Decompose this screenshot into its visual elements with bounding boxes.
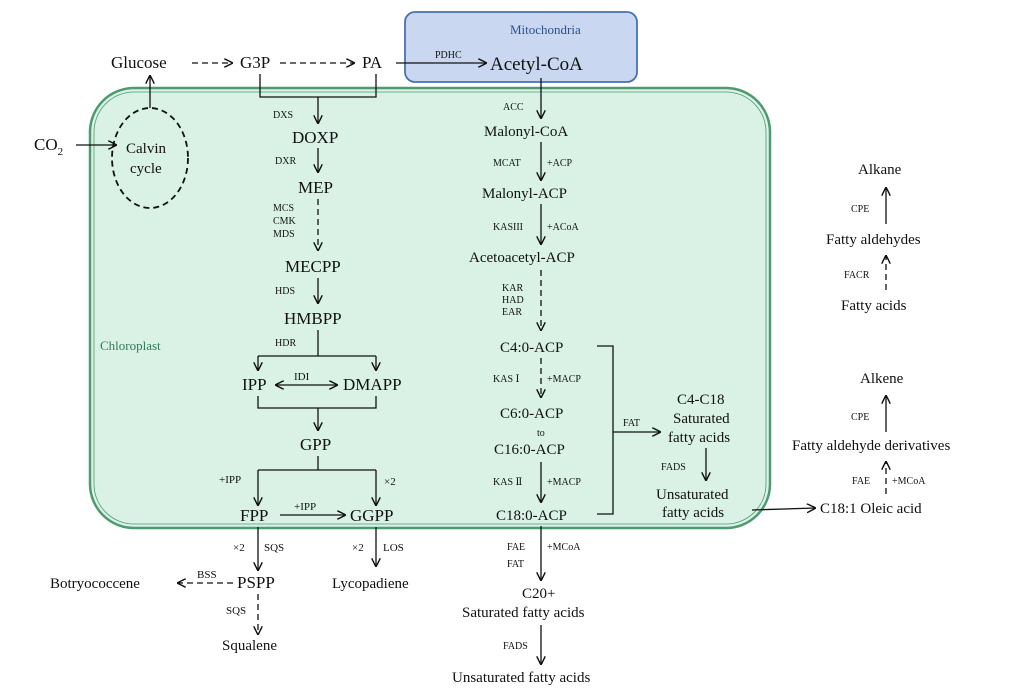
- enzyme-sqs-2: SQS: [226, 605, 246, 617]
- enzyme-mcs: MCS: [273, 203, 294, 214]
- enzyme-x2-sqs: ×2: [233, 542, 245, 554]
- enzyme-plus-mcoa: +MCoA: [547, 542, 581, 553]
- fatty-acids-label: fatty acids: [668, 430, 730, 446]
- enzyme-cpe-1: CPE: [851, 204, 869, 215]
- pa: PA: [362, 53, 383, 72]
- enzyme-plus-acp: +ACP: [547, 158, 573, 169]
- enzyme-fae-2: FAE: [852, 476, 870, 487]
- enzyme-dxr: DXR: [275, 156, 296, 167]
- enzyme-fads-2: FADS: [503, 641, 528, 652]
- fatty-aldehyde-derivatives: Fatty aldehyde derivatives: [792, 438, 950, 454]
- alkene: Alkene: [860, 371, 904, 387]
- oleic-acid: C18:1 Oleic acid: [820, 501, 922, 517]
- c6-acp: C6:0-ACP: [500, 406, 563, 422]
- enzyme-kas-ii: KAS Ⅱ: [493, 477, 523, 488]
- enzyme-fads: FADS: [661, 462, 686, 473]
- chloroplast-label: Chloroplast: [100, 338, 161, 353]
- squalene: Squalene: [222, 638, 277, 654]
- saturated-fatty-acids: Saturated fatty acids: [462, 605, 585, 621]
- c18-acp: C18:0-ACP: [496, 508, 567, 524]
- enzyme-cpe-2: CPE: [851, 412, 869, 423]
- chloroplast-compartment: [88, 86, 772, 530]
- acetyl-coa: Acetyl-CoA: [490, 54, 583, 75]
- enzyme-mcat: MCAT: [493, 158, 521, 169]
- enzyme-hds: HDS: [275, 286, 295, 297]
- enzyme-kas-i: KAS Ⅰ: [493, 374, 520, 385]
- unsaturated-label: Unsaturated: [656, 487, 729, 503]
- calvin-label-2: cycle: [130, 161, 162, 177]
- mep: MEP: [298, 178, 333, 197]
- ipp: IPP: [242, 375, 267, 394]
- enzyme-acc: ACC: [503, 102, 524, 113]
- ggpp: GGPP: [350, 506, 393, 525]
- fatty-aldehydes: Fatty aldehydes: [826, 232, 921, 248]
- enzyme-fae: FAE: [507, 542, 525, 553]
- g3p: G3P: [240, 53, 270, 72]
- pspp: PSPP: [237, 573, 275, 592]
- enzyme-plus-mcoa-2: +MCoA: [892, 476, 926, 487]
- malonyl-coa: Malonyl-CoA: [484, 124, 568, 140]
- c4-acp: C4:0-ACP: [500, 340, 563, 356]
- mitochondria-compartment: [404, 11, 638, 83]
- saturated-label: Saturated: [673, 411, 730, 427]
- mitochondria-label: Mitochondria: [510, 22, 581, 37]
- unsaturated-fatty-acids: Unsaturated fatty acids: [452, 670, 590, 686]
- enzyme-facr: FACR: [844, 270, 870, 281]
- dmapp: DMAPP: [343, 375, 402, 394]
- enzyme-sqs: SQS: [264, 542, 284, 554]
- enzyme-plus-macp-2: +MACP: [547, 477, 581, 488]
- fatty-acids-label-2: fatty acids: [662, 505, 724, 521]
- enzyme-fat-2: FAT: [507, 559, 524, 570]
- calvin-cycle-ellipse: [111, 107, 189, 209]
- enzyme-bss: BSS: [197, 569, 217, 581]
- enzyme-plus-macp-1: +MACP: [547, 374, 581, 385]
- acetoacetyl-acp: Acetoacetyl-ACP: [469, 250, 575, 266]
- enzyme-cmk: CMK: [273, 216, 297, 227]
- co2: CO2: [34, 135, 63, 158]
- gpp: GPP: [300, 435, 331, 454]
- lycopadiene: Lycopadiene: [332, 576, 409, 592]
- enzyme-ear: EAR: [502, 307, 522, 318]
- mecpp: MECPP: [285, 257, 341, 276]
- enzyme-dxs: DXS: [273, 110, 293, 121]
- enzyme-hdr: HDR: [275, 338, 296, 349]
- enzyme-x2-right: ×2: [384, 476, 396, 488]
- enzyme-kar: KAR: [502, 283, 523, 294]
- enzyme-had: HAD: [502, 295, 524, 306]
- botryococcene: Botryococcene: [50, 576, 140, 592]
- hmbpp: HMBPP: [284, 309, 342, 328]
- enzyme-idi: IDI: [294, 371, 310, 383]
- enzyme-pdhc: PDHC: [435, 50, 462, 61]
- enzyme-los: LOS: [383, 542, 404, 554]
- enzyme-x2-los: ×2: [352, 542, 364, 554]
- enzyme-plus-ipp-left: +IPP: [219, 474, 241, 486]
- fpp: FPP: [240, 506, 268, 525]
- enzyme-kasiii: KASIII: [493, 222, 523, 233]
- doxp: DOXP: [292, 128, 338, 147]
- chloroplast-inner-border: [93, 91, 767, 525]
- to-label: to: [537, 428, 545, 439]
- malonyl-acp: Malonyl-ACP: [482, 186, 567, 202]
- enzyme-plus-acoa: +ACoA: [547, 222, 580, 233]
- c16-acp: C16:0-ACP: [494, 442, 565, 458]
- enzyme-plus-ipp-mid: +IPP: [294, 501, 316, 513]
- c20-plus: C20+: [522, 586, 555, 602]
- alkane: Alkane: [858, 162, 902, 178]
- calvin-label-1: Calvin: [126, 141, 166, 157]
- c4-c18: C4-C18: [677, 392, 725, 408]
- fatty-acids-right: Fatty acids: [841, 298, 907, 314]
- glucose: Glucose: [111, 53, 167, 72]
- enzyme-fat: FAT: [623, 418, 640, 429]
- enzyme-mds: MDS: [273, 229, 295, 240]
